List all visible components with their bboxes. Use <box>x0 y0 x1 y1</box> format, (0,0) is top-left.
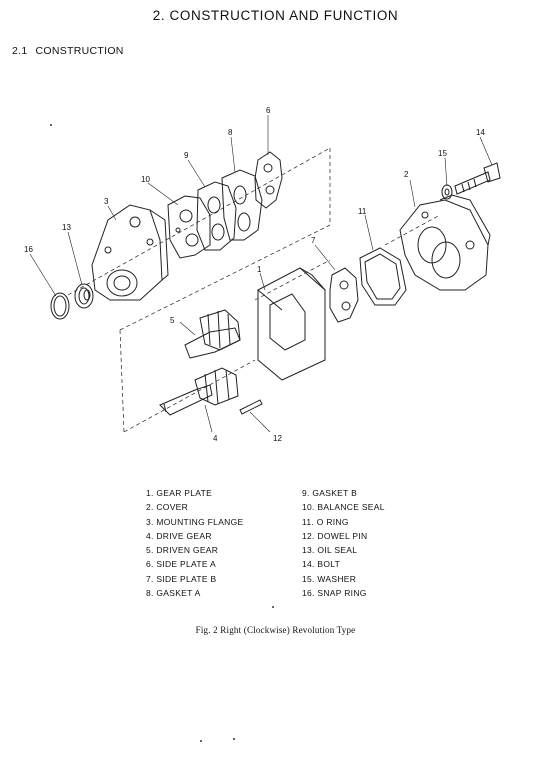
scan-speck <box>272 606 274 608</box>
scan-speck <box>200 740 202 742</box>
callout-16: 16 <box>24 245 33 254</box>
driven-gear <box>184 309 241 359</box>
assembly-axis-lines <box>67 147 441 433</box>
section-number: 2.1 <box>12 45 28 57</box>
callout-10: 10 <box>141 175 150 184</box>
callout-5: 5 <box>170 316 175 325</box>
part-item: 12. DOWEL PIN <box>302 530 368 541</box>
callout-7: 7 <box>311 236 316 245</box>
scan-speck <box>50 124 52 126</box>
balance-seal <box>167 195 211 259</box>
part-item: 1. GEAR PLATE <box>146 488 213 498</box>
side-plate-a <box>254 151 283 209</box>
part-item: 11. O RING <box>302 516 349 527</box>
drive-gear <box>159 367 239 416</box>
callout-1: 1 <box>257 265 262 274</box>
part-item: 4. DRIVE GEAR <box>146 530 212 541</box>
callout-labels: 1 2 3 4 5 6 7 8 9 10 11 12 13 14 15 16 <box>24 106 485 443</box>
part-item: 14. BOLT <box>302 559 341 570</box>
exploded-view-diagram: 1 2 3 4 5 6 7 8 9 10 11 12 13 14 15 16 <box>24 106 501 443</box>
leader-lines <box>29 115 493 433</box>
oil-seal <box>74 283 94 309</box>
part-item: 2. COVER <box>146 502 189 513</box>
callout-2: 2 <box>404 170 409 179</box>
snap-ring <box>50 292 70 320</box>
bolt <box>454 162 501 195</box>
part-item: 16. SNAP RING <box>302 588 367 599</box>
callout-11: 11 <box>358 207 367 216</box>
part-item: 5. DRIVEN GEAR <box>146 545 219 556</box>
parts-list-column-2: 9. GASKET B 10. BALANCE SEAL 11. O RING … <box>302 486 385 600</box>
callout-3: 3 <box>104 197 109 206</box>
part-item: 7. SIDE PLATE B <box>146 573 217 584</box>
parts-list-column-1: 1. GEAR PLATE 2. COVER 3. MOUNTING FLANG… <box>146 486 244 600</box>
callout-15: 15 <box>438 149 447 158</box>
scan-speck <box>233 738 235 740</box>
chapter-title: 2. CONSTRUCTION AND FUNCTION <box>152 8 399 23</box>
callout-12: 12 <box>273 434 282 443</box>
callout-13: 13 <box>62 223 71 232</box>
gasket-b <box>196 181 237 251</box>
gear-plate <box>257 267 326 381</box>
callout-9: 9 <box>184 151 189 160</box>
callout-14: 14 <box>476 128 485 137</box>
part-item: 13. OIL SEAL <box>302 545 358 556</box>
o-ring <box>359 247 407 306</box>
part-item: 8. GASKET A <box>146 588 201 599</box>
section-title: CONSTRUCTION <box>35 45 124 57</box>
part-item: 10. BALANCE SEAL <box>302 502 385 513</box>
dowel-pin <box>239 399 263 415</box>
section-heading: 2.1 CONSTRUCTION <box>12 45 124 57</box>
figure-caption: Fig. 2 Right (Clockwise) Revolution Type <box>195 625 356 635</box>
callout-6: 6 <box>266 106 271 115</box>
side-plate-b <box>329 267 359 323</box>
part-item: 15. WASHER <box>302 573 357 584</box>
part-item: 6. SIDE PLATE A <box>146 559 217 570</box>
part-item: 9. GASKET B <box>302 488 358 498</box>
mounting-flange <box>91 204 169 301</box>
callout-4: 4 <box>213 434 218 443</box>
gasket-a <box>221 169 263 241</box>
cover <box>399 194 491 291</box>
callout-8: 8 <box>228 128 233 137</box>
part-item: 3. MOUNTING FLANGE <box>146 516 244 527</box>
